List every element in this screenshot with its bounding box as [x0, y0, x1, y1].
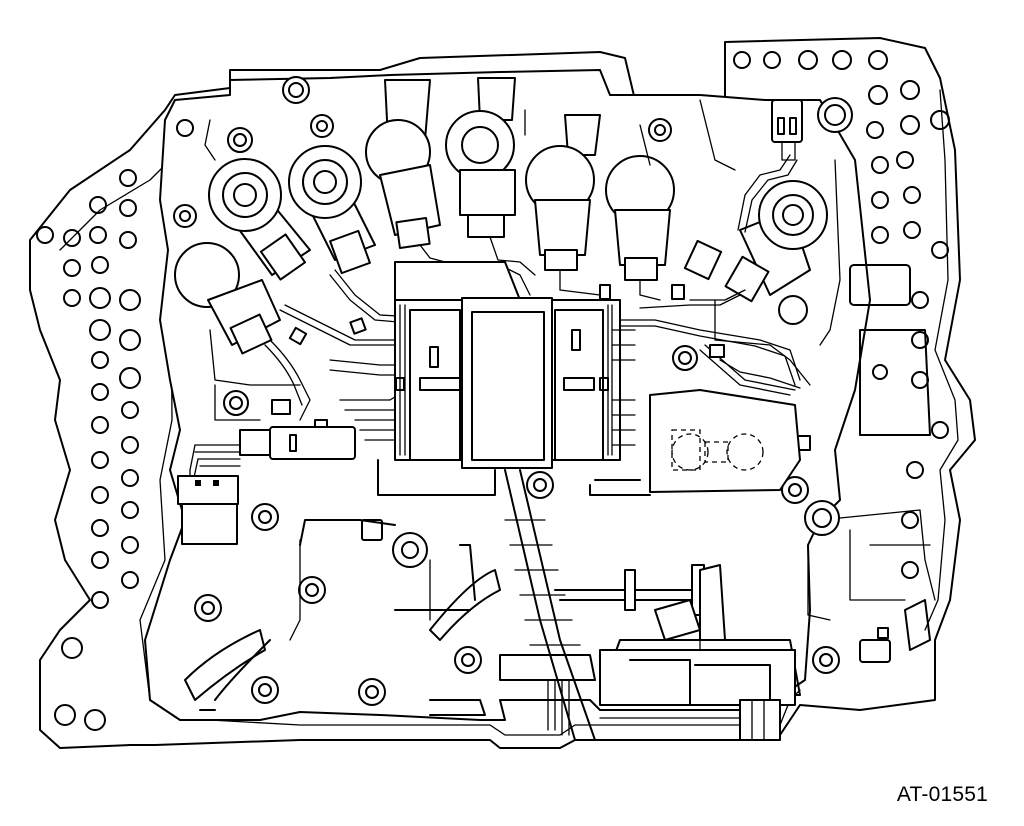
wiring-harness	[264, 154, 811, 451]
plate-right-inner-edge	[924, 89, 959, 631]
solenoid-valves	[174, 77, 828, 355]
solenoid-8	[724, 180, 828, 303]
plate-windows-right	[819, 264, 936, 663]
solenoid-7	[605, 155, 675, 281]
plate-holes-left	[36, 119, 194, 731]
manual-valve-linkage	[184, 469, 801, 741]
detent-plate	[589, 299, 811, 496]
solenoid-1	[174, 242, 281, 355]
solenoid-3	[288, 145, 376, 275]
solenoid-5	[445, 77, 516, 238]
central-connector	[377, 261, 636, 496]
casting-bolts	[173, 76, 853, 706]
casting-detail-lines	[204, 99, 841, 641]
sensor-top-right	[771, 99, 803, 161]
solenoid-6	[525, 114, 601, 271]
harness-connector-left	[177, 426, 383, 545]
solenoid-2	[208, 158, 311, 281]
separator-plate-outline	[29, 37, 976, 749]
solenoid-4	[365, 79, 441, 249]
figure-code: AT-01551	[896, 783, 988, 806]
